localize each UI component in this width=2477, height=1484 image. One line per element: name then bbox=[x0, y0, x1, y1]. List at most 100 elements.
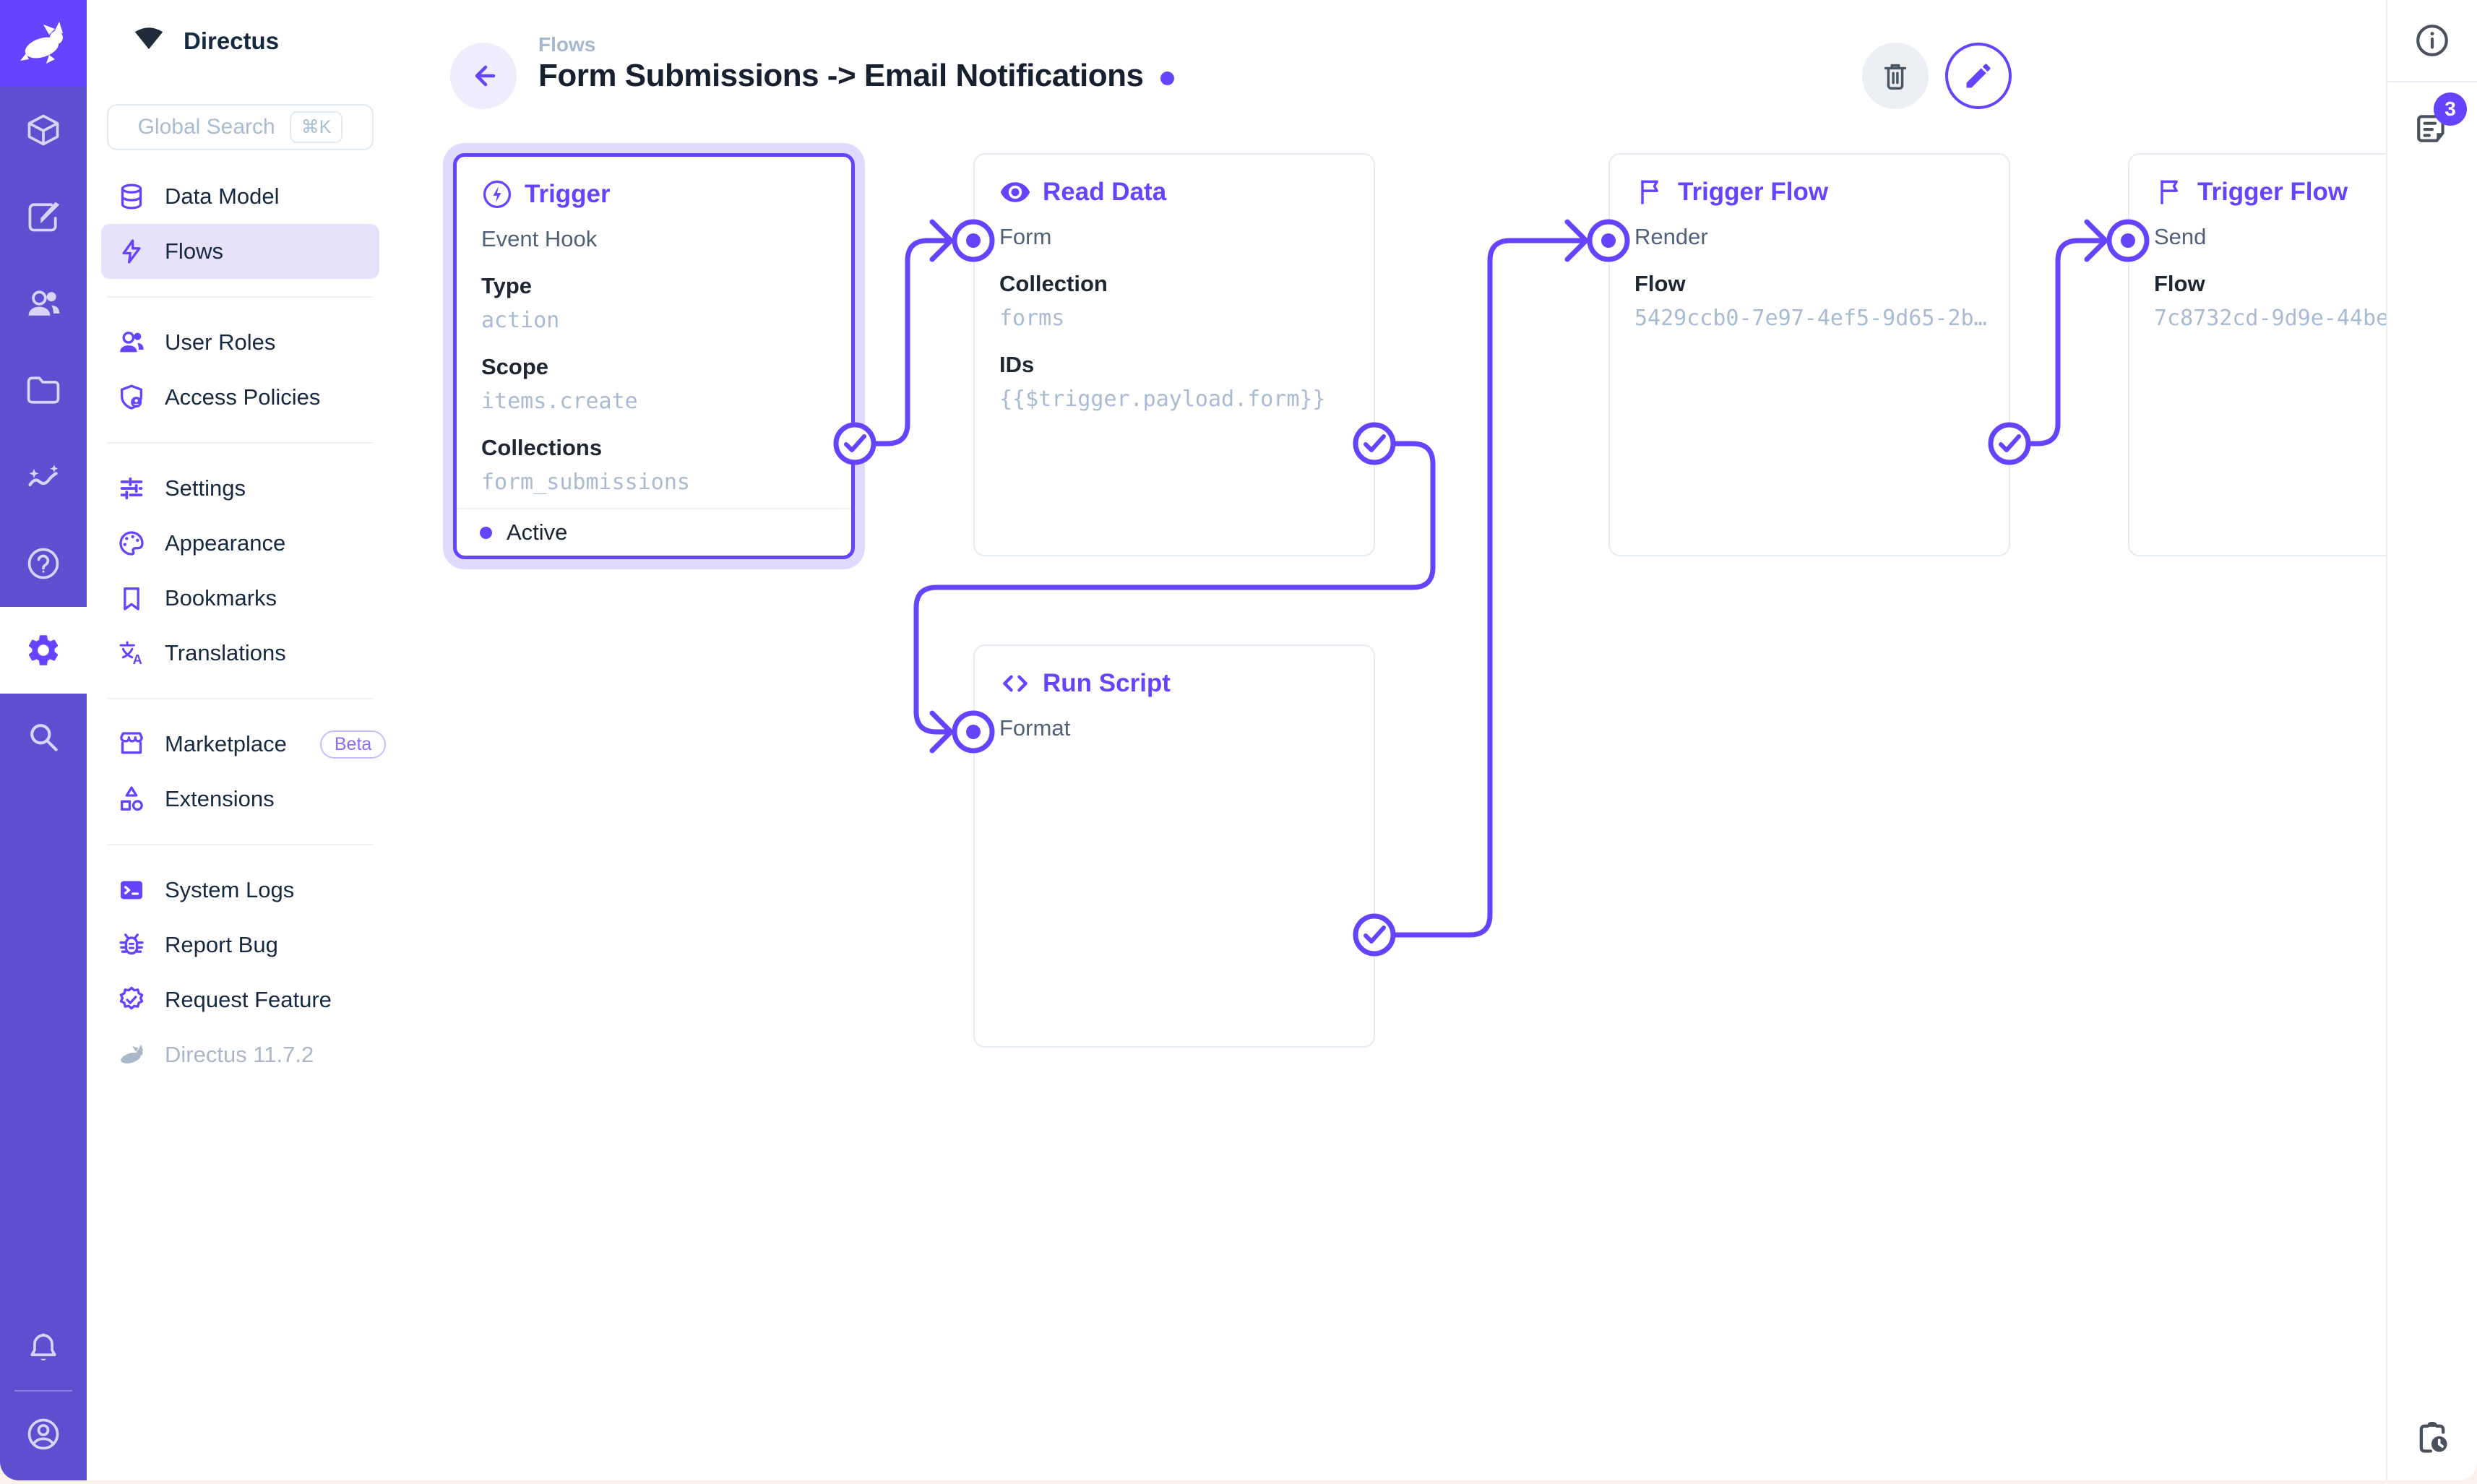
sidebar-item-label: Translations bbox=[165, 640, 286, 665]
sidebar-item-appearance[interactable]: Appearance bbox=[101, 516, 379, 571]
sidebar-item-label: Extensions bbox=[165, 786, 275, 811]
status-dot bbox=[480, 526, 492, 539]
field-label: Scope bbox=[481, 354, 549, 379]
module-help[interactable] bbox=[0, 520, 87, 607]
card-title: Trigger bbox=[525, 180, 611, 208]
sidebar-item-request-feature[interactable]: Request Feature bbox=[101, 972, 379, 1027]
palette-icon bbox=[117, 529, 146, 558]
rabbit-icon-gray bbox=[117, 1040, 146, 1069]
bell-icon bbox=[25, 1329, 62, 1366]
app-version: Directus 11.7.2 bbox=[165, 1042, 314, 1067]
card-title: Read Data bbox=[1043, 178, 1167, 206]
sidebar-item-translations[interactable]: A Translations bbox=[101, 626, 379, 681]
translate-icon: A bbox=[117, 639, 146, 668]
bookmark-icon bbox=[117, 584, 146, 613]
status-label: Active bbox=[507, 519, 568, 545]
flag-icon bbox=[2154, 176, 2186, 208]
sidebar-item-access-policies[interactable]: Access Policies bbox=[101, 370, 379, 425]
tune-icon bbox=[117, 474, 146, 503]
shield-person-icon bbox=[117, 383, 146, 412]
operation-key: Form bbox=[999, 224, 1052, 249]
sidebar-item-settings[interactable]: Settings bbox=[101, 461, 379, 516]
flow-status: Active bbox=[457, 508, 851, 556]
field-label: Flow bbox=[1634, 271, 1686, 296]
flow-card-run-script[interactable]: Run Script Format bbox=[973, 644, 1375, 1048]
sidebar-item-label: Data Model bbox=[165, 184, 280, 209]
pencil-square-icon bbox=[25, 198, 62, 236]
pending-actions-button[interactable] bbox=[2387, 1418, 2477, 1456]
cube-icon bbox=[25, 111, 62, 149]
bolt-circle-icon bbox=[481, 178, 513, 210]
help-icon bbox=[25, 545, 62, 582]
back-button[interactable] bbox=[450, 43, 517, 109]
search-shortcut-kbd: ⌘K bbox=[289, 111, 343, 143]
sidebar-item-report-bug[interactable]: Report Bug bbox=[101, 918, 379, 972]
flow-card-read-data[interactable]: Read Data Form Collection forms IDs {{$t… bbox=[973, 153, 1375, 556]
sidebar-item-label: Appearance bbox=[165, 530, 286, 556]
sidebar-divider bbox=[107, 442, 374, 444]
module-bar-divider bbox=[14, 1390, 72, 1392]
module-content[interactable] bbox=[0, 87, 87, 173]
sidebar-item-extensions[interactable]: Extensions bbox=[101, 772, 379, 827]
folder-icon bbox=[25, 371, 62, 409]
module-insights[interactable] bbox=[0, 433, 87, 520]
notifications-button[interactable] bbox=[0, 1304, 87, 1391]
beta-badge: Beta bbox=[319, 730, 387, 759]
field-label: IDs bbox=[999, 352, 1035, 377]
global-search-input[interactable]: Global Search ⌘K bbox=[107, 104, 374, 150]
info-icon bbox=[2414, 22, 2450, 59]
sidebar-item-user-roles[interactable]: User Roles bbox=[101, 315, 379, 370]
delete-flow-button[interactable] bbox=[1862, 43, 1929, 109]
field-value: 7c8732cd-9d9e-44be bbox=[2154, 306, 2390, 331]
trash-icon bbox=[1879, 59, 1912, 92]
logs-count-badge: 3 bbox=[2434, 92, 2467, 126]
logs-panel-button[interactable]: 3 bbox=[2387, 82, 2477, 175]
sidebar-item-flows[interactable]: Flows bbox=[101, 224, 379, 279]
module-settings[interactable] bbox=[0, 607, 87, 694]
project-name: Directus bbox=[184, 27, 280, 54]
project-header[interactable]: Directus bbox=[101, 0, 379, 82]
module-search[interactable] bbox=[0, 694, 87, 780]
pencil-icon bbox=[1963, 60, 1994, 92]
sidebar-item-data-model[interactable]: Data Model bbox=[101, 169, 379, 224]
sidebar-item-label: Marketplace bbox=[165, 731, 287, 756]
field-label: Collection bbox=[999, 271, 1108, 296]
search-icon bbox=[25, 718, 62, 756]
sidebar-item-system-logs[interactable]: System Logs bbox=[101, 863, 379, 918]
edit-flow-button[interactable] bbox=[1945, 43, 2012, 109]
trigger-type-label: Event Hook bbox=[481, 226, 598, 251]
sidebar-item-bookmarks[interactable]: Bookmarks bbox=[101, 571, 379, 626]
flow-color-dot bbox=[1160, 71, 1175, 85]
flow-card-trigger[interactable]: Trigger Event Hook Type action Scope ite… bbox=[453, 153, 855, 559]
storefront-icon bbox=[117, 730, 146, 759]
bug-icon bbox=[117, 931, 146, 959]
flow-card-trigger-flow-render[interactable]: Trigger Flow Render Flow 5429ccb0-7e97-4… bbox=[1608, 153, 2010, 556]
page-title: Form Submissions -> Email Notifications bbox=[538, 58, 1144, 93]
breadcrumb[interactable]: Flows bbox=[538, 33, 596, 56]
field-label: Flow bbox=[2154, 271, 2205, 296]
card-title: Trigger Flow bbox=[1678, 178, 1829, 206]
sidebar-item-marketplace[interactable]: Marketplace Beta bbox=[101, 717, 387, 772]
user-menu-button[interactable] bbox=[0, 1391, 87, 1477]
module-users[interactable] bbox=[0, 260, 87, 347]
project-fan-icon bbox=[133, 25, 165, 57]
gear-icon bbox=[25, 631, 62, 669]
shapes-icon bbox=[117, 785, 146, 814]
operation-key: Render bbox=[1634, 224, 1708, 249]
info-button[interactable] bbox=[2387, 0, 2477, 82]
module-bar bbox=[0, 0, 87, 1480]
sidebar-divider bbox=[107, 698, 374, 699]
sidebar-item-label: Report Bug bbox=[165, 932, 278, 957]
operation-key: Format bbox=[999, 715, 1071, 741]
directus-rabbit-icon bbox=[17, 17, 69, 69]
module-files[interactable] bbox=[0, 347, 87, 433]
field-value: forms bbox=[999, 306, 1065, 331]
database-icon bbox=[117, 182, 146, 211]
code-icon bbox=[999, 668, 1031, 699]
people-icon bbox=[25, 285, 62, 322]
eye-icon bbox=[999, 176, 1031, 208]
directus-logo-button[interactable] bbox=[0, 0, 87, 87]
module-editor[interactable] bbox=[0, 173, 87, 260]
field-label: Collections bbox=[481, 435, 603, 460]
flag-icon bbox=[1634, 176, 1666, 208]
